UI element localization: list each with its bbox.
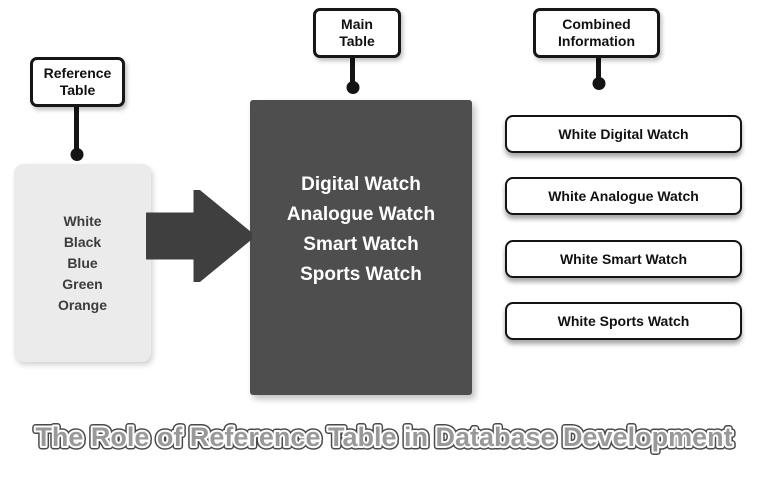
combined-item-box: White Digital Watch [505,115,742,153]
main-item: Smart Watch [303,233,419,255]
main-item: Analogue Watch [286,203,436,225]
reference-table-box: White Black Blue Green Orange [14,164,151,362]
title-text: The Role of Reference Table in Database … [35,422,732,452]
reference-item: Black [63,233,102,250]
diagram-title: The Role of Reference Table in Database … [32,419,736,456]
title-white-stroke: The Role of Reference Table in Database … [35,422,732,452]
main-table-label-text: Main Table [339,15,375,50]
combined-item-box: White Analogue Watch [505,177,742,215]
main-table-box: Digital Watch Analogue Watch Smart Watch… [250,100,472,395]
combined-connector [592,55,605,90]
arrow-right-icon [146,190,252,282]
main-item: Digital Watch [301,173,421,195]
main-connector-dot [346,81,359,94]
reference-table-items: White Black Blue Green Orange [58,211,107,316]
title-outer-outline: The Role of Reference Table in Database … [35,422,732,452]
reference-table-label: Reference Table [30,57,125,107]
combined-item-text: White Digital Watch [558,126,689,142]
reference-item: Green [62,275,103,292]
combined-information-label-text: Combined Information [558,15,635,50]
reference-item: White [63,212,102,229]
combined-information-label: Combined Information [533,8,660,58]
reference-connector [70,104,83,161]
reference-item: Orange [57,296,107,313]
main-table-label: Main Table [313,8,401,58]
combined-item-text: White Analogue Watch [548,188,699,204]
reference-connector-dot [70,148,83,161]
main-connector [346,55,359,94]
combined-connector-dot [592,77,605,90]
reference-item: Blue [67,254,98,271]
combined-item-box: White Smart Watch [505,240,742,278]
main-table-items: Digital Watch Analogue Watch Smart Watch… [287,170,435,290]
reference-table-label-text: Reference Table [43,64,112,99]
main-item: Sports Watch [300,263,422,285]
combined-item-box: White Sports Watch [505,302,742,340]
combined-item-text: White Sports Watch [557,313,690,329]
combined-item-text: White Smart Watch [559,251,688,267]
